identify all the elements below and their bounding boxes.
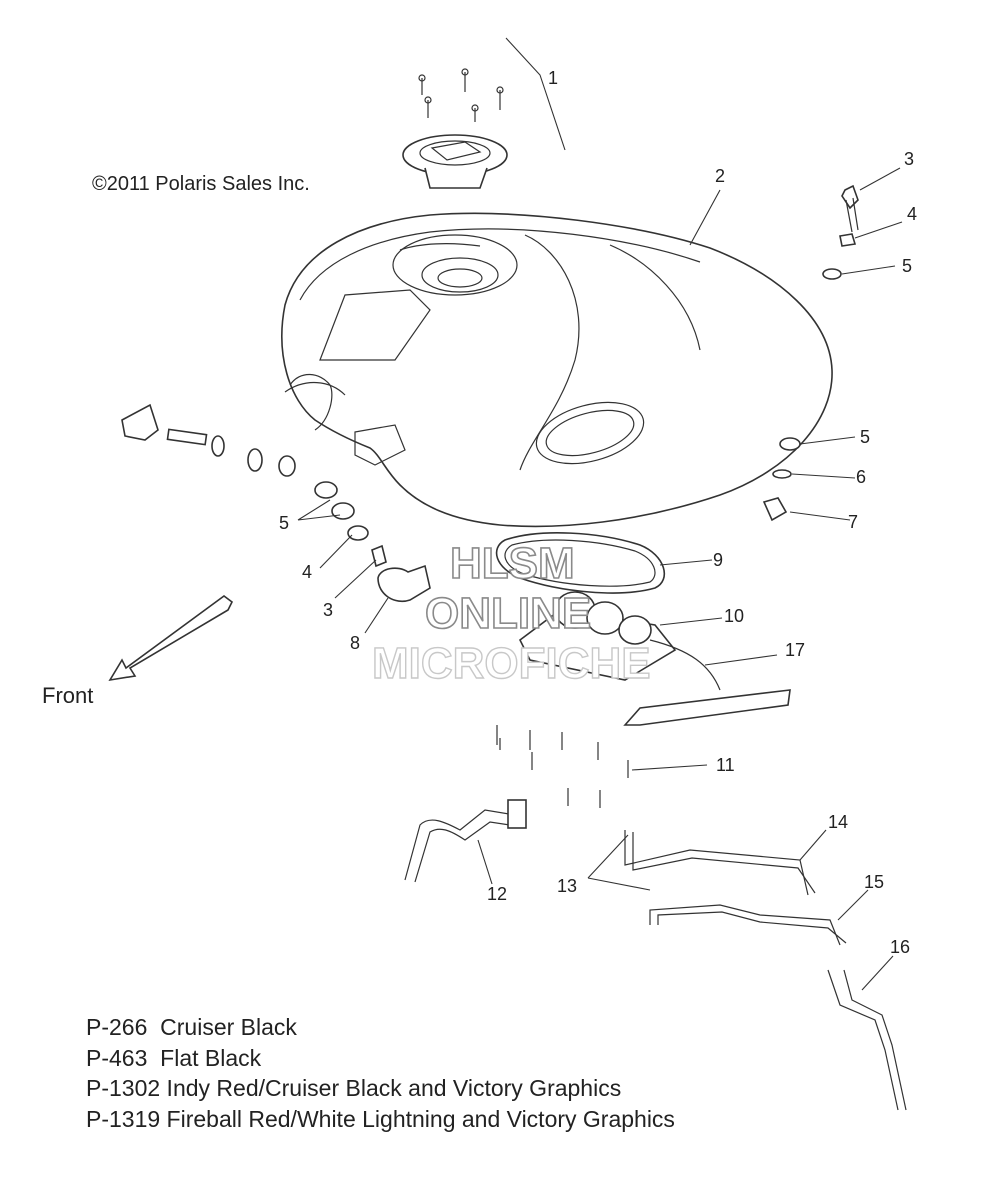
fuel-pump — [518, 591, 791, 726]
callout-8: 8 — [350, 633, 360, 653]
gasket — [495, 532, 666, 594]
callout-15: 15 — [864, 872, 884, 892]
callout-2: 2 — [715, 166, 725, 186]
callout-1: 1 — [548, 68, 558, 88]
callout-3: 3 — [323, 600, 333, 620]
right-fasteners — [762, 184, 859, 522]
callout-3: 3 — [904, 149, 914, 169]
watermark-line-3: MICROFICHE — [372, 639, 651, 688]
left-mount-parts — [121, 403, 431, 602]
watermark-line-2: ONLINE — [425, 589, 591, 638]
callout-5: 5 — [279, 513, 289, 533]
paint-code-notes: P-266 Cruiser Black P-463 Flat Black P-1… — [86, 1012, 886, 1134]
watermark: HLSM ONLINE MICROFICHE — [371, 538, 651, 689]
callout-5: 5 — [860, 427, 870, 447]
leader-lines — [297, 37, 903, 991]
note-item: P-266 Cruiser Black — [86, 1014, 297, 1040]
watermark-line-1: HLSM — [450, 539, 575, 588]
callout-9: 9 — [713, 550, 723, 570]
note-item: P-1319 Fireball Red/White Lightning and … — [86, 1105, 675, 1132]
front-arrow-icon — [108, 595, 234, 682]
callouts: 1 2 3 4 5 5 6 7 9 10 17 5 4 3 8 11 14 15… — [279, 68, 917, 957]
callout-10: 10 — [724, 606, 744, 626]
filler-cap-assembly — [402, 68, 508, 189]
callout-7: 7 — [848, 512, 858, 532]
callout-17: 17 — [785, 640, 805, 660]
callout-11: 11 — [716, 755, 735, 775]
front-label: Front — [42, 683, 93, 708]
fuel-tank — [281, 212, 833, 528]
callout-16: 16 — [890, 937, 910, 957]
hoses — [404, 799, 907, 1111]
note-item: P-1302 Indy Red/Cruiser Black and Victor… — [86, 1075, 622, 1101]
note-item: P-463 Flat Black — [86, 1044, 262, 1071]
callout-12: 12 — [487, 884, 507, 904]
pump-screws — [496, 725, 629, 808]
callout-13: 13 — [557, 876, 577, 896]
callout-5: 5 — [902, 256, 912, 276]
callout-4: 4 — [302, 562, 312, 582]
callout-14: 14 — [828, 812, 848, 832]
copyright: ©2011 Polaris Sales Inc. — [92, 173, 310, 195]
callout-6: 6 — [856, 467, 866, 487]
callout-4: 4 — [907, 204, 917, 224]
